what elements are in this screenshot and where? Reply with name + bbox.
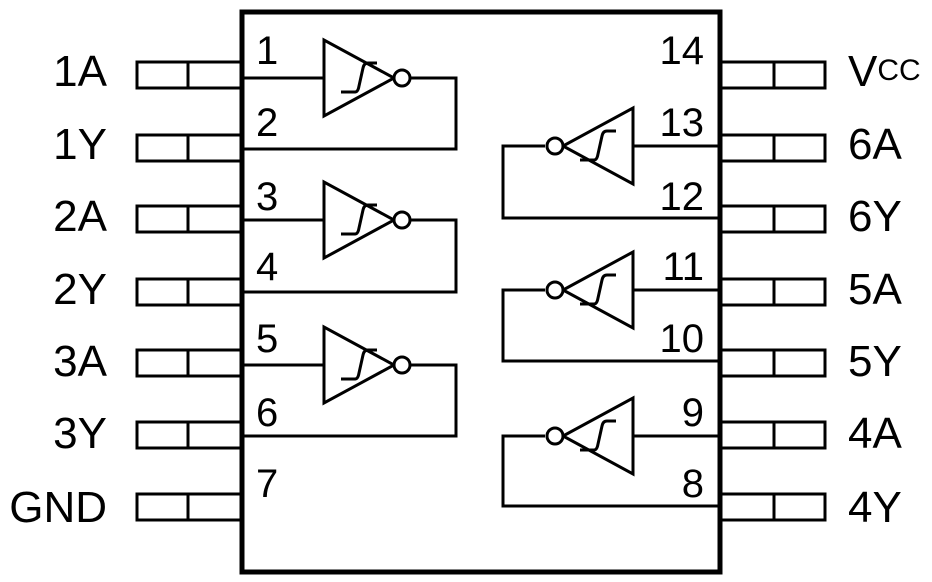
pin-number: 11: [662, 245, 704, 289]
right-pin-11: 5A 11: [662, 245, 902, 314]
gate-4-wiring: [501, 434, 720, 508]
pin-number: 7: [256, 462, 278, 506]
left-pin-2: 1Y 2: [53, 101, 278, 169]
right-pin-13: 6A 13: [660, 101, 903, 169]
right-pin-12: 6Y 12: [660, 175, 902, 241]
left-pin-4: 2Y 4: [53, 245, 278, 314]
schmitt-trigger-inverter-icon: [545, 249, 635, 331]
pin-number: 14: [660, 29, 705, 73]
gate-3-wiring: [242, 363, 458, 438]
left-pin-6: 3Y 6: [53, 391, 278, 458]
pin-name: 6A: [848, 120, 902, 169]
pin-number: 13: [660, 101, 705, 145]
schmitt-trigger-inverter-icon: [545, 395, 635, 477]
pin-name: 3Y: [53, 409, 107, 458]
right-pin-8: 4Y 8: [682, 462, 902, 532]
pin-number: 1: [256, 29, 278, 73]
gate-5-wiring: [501, 288, 720, 363]
pin-number: 4: [256, 245, 278, 289]
pin-number: 2: [256, 101, 278, 145]
schmitt-trigger-inverter-icon: [322, 324, 412, 406]
pin-number: 3: [256, 175, 278, 219]
schmitt-trigger-inverter-icon: [322, 179, 412, 261]
pin-name: 5Y: [848, 337, 902, 386]
pin-number: 8: [682, 462, 704, 506]
left-pin-3: 2A 3: [53, 175, 278, 241]
pin-name: 2A: [53, 192, 107, 241]
pin-name: 1A: [53, 47, 107, 96]
pin-name: 6Y: [848, 192, 902, 241]
pin-name: VCC: [848, 47, 921, 96]
pin-name: GND: [9, 483, 107, 532]
left-pin-5: 3A 5: [53, 317, 278, 386]
pin-name: 3A: [53, 337, 107, 386]
right-pin-9: 4A 9: [682, 391, 903, 458]
pin-name: 5A: [848, 265, 902, 314]
pin-number: 5: [256, 317, 278, 361]
pin-name: 1Y: [53, 120, 107, 169]
pin-number: 9: [682, 391, 704, 435]
pin-name: 2Y: [53, 265, 107, 314]
gate-2-wiring: [242, 218, 458, 294]
left-pin-7: GND 7: [9, 462, 278, 532]
gate-1-wiring: [242, 76, 458, 151]
right-pin-14: VCC 14: [660, 29, 921, 96]
gate-6-wiring: [501, 144, 720, 220]
pin-name: 4Y: [848, 483, 902, 532]
pin-number: 6: [256, 391, 278, 435]
pin-name: 4A: [848, 409, 902, 458]
left-pin-1: 1A 1: [53, 29, 278, 96]
schmitt-trigger-inverter-icon: [545, 105, 635, 187]
schmitt-trigger-inverter-icon: [322, 37, 412, 119]
pin-number: 10: [660, 317, 705, 361]
pin-number: 12: [660, 175, 705, 219]
right-pin-10: 5Y 10: [660, 317, 902, 386]
